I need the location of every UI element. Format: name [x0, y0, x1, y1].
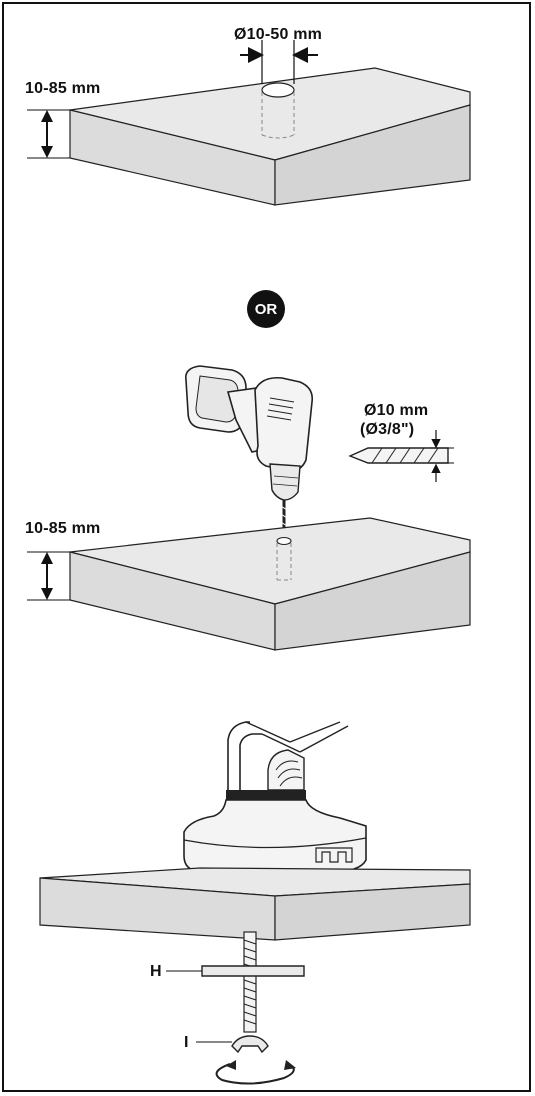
- drilled-hole: [276, 536, 292, 581]
- rotation-arrow-icon: [215, 1060, 296, 1085]
- or-badge: OR: [247, 290, 285, 328]
- desk-panel-top: [69, 67, 471, 206]
- desk-panel-bottom: [39, 867, 471, 941]
- existing-hole: [261, 82, 295, 139]
- desk-thickness-dimension-2: [27, 551, 70, 601]
- desk-thickness-label-1: 10-85 mm: [25, 80, 101, 97]
- threaded-rod: [243, 931, 257, 1033]
- hole-diameter-dimension: [240, 40, 318, 84]
- plate-h: [166, 965, 305, 977]
- wing-nut-i: [196, 1035, 269, 1054]
- drill: [184, 365, 314, 535]
- monitor-arm-pole: [227, 721, 349, 791]
- part-h-label: H: [150, 963, 162, 980]
- hole-diameter-label: Ø10-50 mm: [234, 26, 323, 43]
- desk-thickness-label-2: 10-85 mm: [25, 520, 101, 537]
- desk-thickness-dimension-1: [27, 109, 70, 159]
- desk-panel-middle: [69, 517, 471, 651]
- drill-bit-diameter-label: Ø10 mm: [364, 402, 429, 419]
- drill-bit-detail: [348, 430, 454, 482]
- drill-bit-imperial-label: (Ø3/8"): [360, 421, 415, 438]
- part-i-label: I: [184, 1034, 189, 1051]
- clamp-base: [183, 790, 367, 873]
